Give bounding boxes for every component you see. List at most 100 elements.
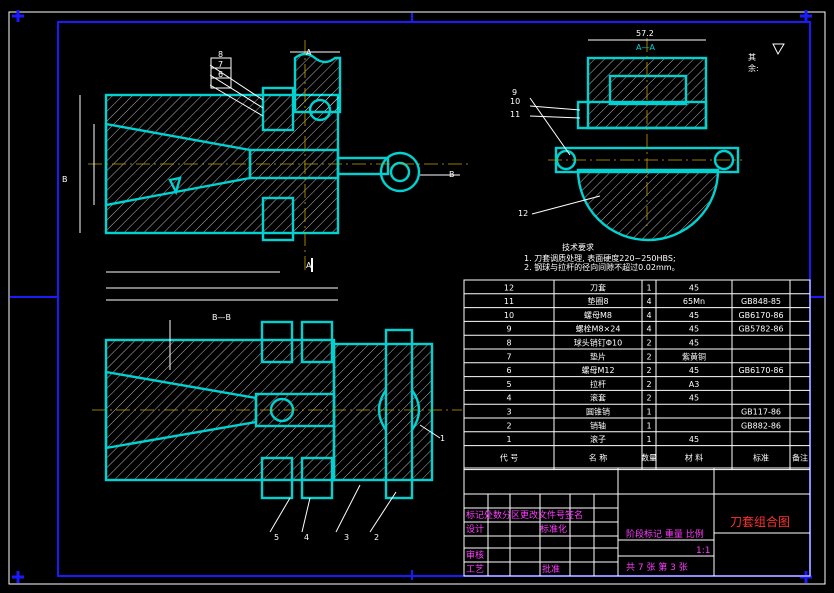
leader-2 [369, 491, 397, 533]
bom-cell: 螺栓M8×24 [576, 324, 621, 334]
bom-cell: 1 [646, 435, 651, 444]
bom-cell: 滚子 [590, 434, 606, 444]
bb-bolt-2 [300, 320, 334, 364]
bom-cell: 4 [506, 394, 511, 403]
center-marks [10, 13, 824, 580]
aa-plate [576, 100, 708, 130]
corner-mark-br [800, 571, 812, 583]
rest-label-2: 余: [748, 63, 759, 73]
leader-label-6: 6 [218, 70, 223, 79]
bom-cell: 3 [506, 408, 511, 417]
bom-cell: 螺母M12 [581, 365, 614, 375]
tb-standardize: 标准化 [540, 523, 567, 535]
taper-mark [168, 176, 182, 196]
section-aa-label: A—A [636, 43, 655, 52]
main-rod [336, 156, 390, 176]
tb-scale-value: 1:1 [696, 546, 710, 556]
leader-label-4: 4 [304, 533, 309, 542]
bom-cell: 螺母M8 [584, 310, 612, 320]
tb-drawing-title: 刀套组合图 [730, 514, 790, 529]
leader-label-1: 1 [440, 434, 445, 443]
tb-sheet-info: 共 7 张 第 3 张 [626, 561, 688, 573]
bom-cell: 1 [646, 283, 651, 292]
tb-process: 工艺 [466, 564, 484, 575]
aa-bolt-right [713, 149, 735, 171]
main-bolt-upper [261, 86, 295, 132]
bb-bolt-1 [260, 320, 294, 364]
main-pin-hole [308, 98, 332, 122]
corner-mark-tl [12, 10, 24, 22]
main-lever-top [293, 52, 342, 114]
leader-4 [301, 497, 311, 533]
bom-header-cell: 标准 [753, 453, 769, 463]
dim-572: 57.2 [636, 29, 654, 38]
leader-8 [209, 64, 264, 101]
corner-mark-bl [12, 571, 24, 583]
bom-cell: 4 [646, 297, 651, 306]
bb-shaft [384, 328, 414, 500]
bom-cell: 45 [689, 325, 699, 334]
main-bolt-lower [261, 196, 295, 242]
bb-side-block [332, 342, 434, 482]
bom-cell: GB5782-86 [738, 325, 783, 334]
section-bb-label: B—B [212, 313, 231, 322]
tb-review: 审核 [466, 549, 484, 561]
bom-cell: 5 [506, 380, 511, 389]
notes-line-2: 2. 钢球与拉杆的径向间隙不超过0.02mm。 [524, 262, 680, 272]
bom-cell: 45 [689, 339, 699, 348]
leader-5 [269, 497, 291, 533]
bom-cell: 4 [646, 325, 651, 334]
bom-cell: A3 [689, 380, 700, 389]
bom-cell: 紫黄铜 [682, 351, 706, 361]
leader-11 [529, 115, 581, 119]
bom-cell: 65Mn [683, 297, 705, 306]
bom-cell: GB848-85 [741, 297, 781, 306]
bom-cell: 11 [504, 297, 514, 306]
leader-12 [531, 195, 601, 215]
bom-cell: 垫片 [590, 351, 606, 361]
bom-cell: 2 [646, 366, 651, 375]
bom-cell: 2 [506, 421, 511, 430]
bom-cell: GB882-86 [741, 421, 781, 430]
main-roller-outer [379, 151, 421, 193]
bb-bolt-3 [260, 456, 294, 500]
leader-1 [419, 424, 441, 439]
bom-cell: 45 [689, 394, 699, 403]
leader-9 [529, 97, 571, 156]
leader-10 [529, 105, 581, 111]
bom-cell: GB6170-86 [738, 366, 783, 375]
bom-cell: 45 [689, 283, 699, 292]
bom-cell: 12 [504, 283, 514, 292]
main-roller-inner [389, 161, 411, 183]
leader-6 [209, 84, 264, 117]
outer-frame [8, 11, 826, 585]
tb-design: 设计 [466, 523, 484, 535]
bom-cell: 2 [646, 394, 651, 403]
leader-3 [335, 484, 361, 533]
leader-label-3: 3 [344, 533, 349, 542]
bom-cell: 拉杆 [590, 379, 606, 389]
bb-bolt-4 [300, 456, 334, 500]
title-block [463, 467, 811, 577]
bom-cell: 垫圈8 [587, 296, 608, 306]
leader-label-2: 2 [374, 533, 379, 542]
section-aa-view [529, 38, 785, 242]
bom-cell: 9 [506, 325, 511, 334]
main-view [79, 40, 470, 301]
bom-cell: 7 [506, 352, 511, 361]
leader-label-10: 10 [510, 97, 520, 106]
section-bb-view [92, 320, 462, 533]
aa-inner-slot [608, 74, 688, 106]
bom-cell: 10 [504, 311, 514, 320]
marker-a-bottom: A [306, 261, 312, 270]
bom-cell: 圆锥销 [586, 407, 610, 417]
aa-lower-body [576, 168, 720, 242]
bom-cell: 1 [646, 408, 651, 417]
bom-cell: 2 [646, 339, 651, 348]
bom-header-cell: 数量 [641, 453, 657, 463]
bom-cell: 4 [646, 311, 651, 320]
notes-heading: 技术要求 [562, 242, 594, 252]
tb-stage-mark: 阶段标记 重量 比例 [626, 528, 704, 540]
bom-cell: 45 [689, 311, 699, 320]
